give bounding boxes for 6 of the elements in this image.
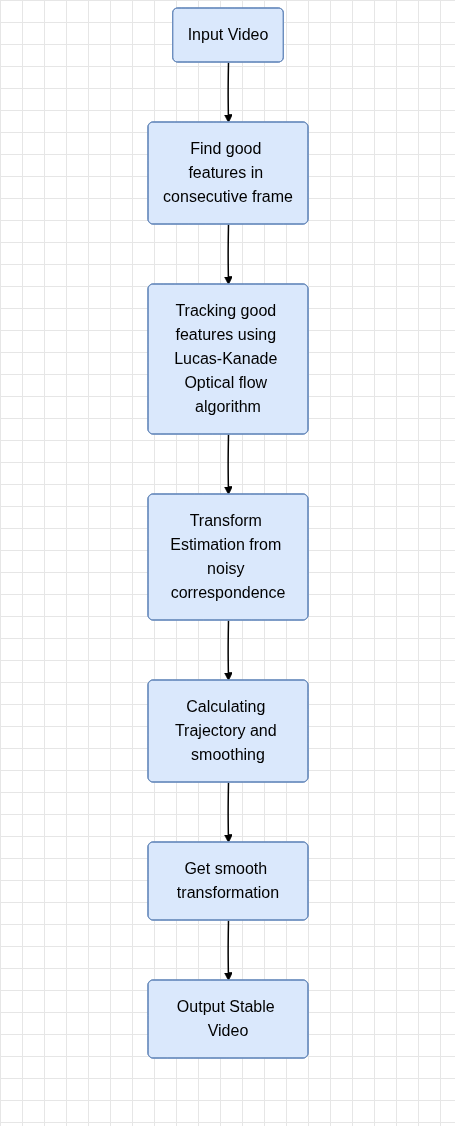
arrow [223, 619, 233, 681]
arrow [223, 781, 233, 843]
arrow [223, 223, 233, 285]
arrow [223, 61, 233, 123]
arrow [223, 433, 233, 495]
arrow [223, 919, 233, 981]
